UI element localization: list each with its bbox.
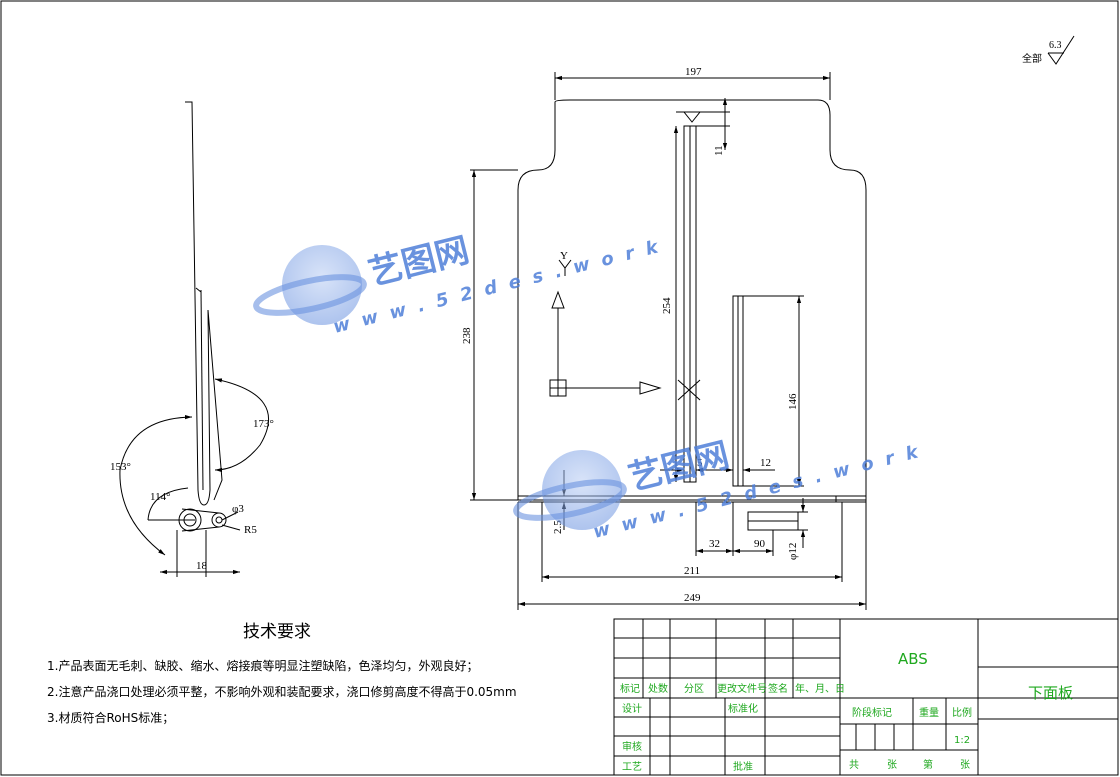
surface-finish-symbol: 全部 6.3 (1022, 35, 1075, 65)
tech-requirement-1: 1.产品表面无毛刺、缺胶、缩水、熔接痕等明显注塑缺陷，色泽均匀，外观良好； (47, 658, 478, 673)
role-standardize: 标准化 (728, 702, 758, 715)
revision-header-sign: 签名 (768, 682, 788, 695)
role-review: 审核 (622, 740, 642, 753)
stage-label: 阶段标记 (852, 706, 892, 719)
sheet-unit-label-2: 张 (960, 759, 970, 771)
axis-y-label: Y (560, 250, 568, 262)
material-value: ABS (898, 650, 928, 668)
dim-32: 32 (709, 538, 720, 550)
scale-value: 1:2 (954, 735, 970, 746)
hub-width-label: 18 (196, 560, 208, 572)
revision-header-zone: 分区 (684, 683, 704, 695)
main-view (470, 72, 867, 610)
part-name: 下面板 (1028, 684, 1073, 702)
dim-12: 12 (760, 457, 771, 469)
title-block (613, 618, 1119, 776)
dim-11: 11 (713, 145, 725, 156)
tech-requirement-3: 3.材质符合RoHS标准； (47, 710, 174, 725)
angle-label-173: 173° (253, 418, 274, 430)
angle-label-114: 114° (150, 491, 171, 503)
role-approve: 批准 (733, 760, 753, 773)
hole-diameter-label: φ3 (232, 503, 244, 515)
surface-finish-label: 全部 (1022, 52, 1042, 65)
dim-90: 90 (754, 538, 766, 550)
revision-header-count: 处数 (648, 682, 668, 695)
revision-header-doc: 更改文件号 (717, 682, 767, 695)
dim-249: 249 (684, 592, 701, 604)
surface-finish-value: 6.3 (1049, 40, 1062, 51)
dim-211: 211 (684, 565, 700, 577)
role-design: 设计 (622, 702, 642, 715)
revision-header-mark: 标记 (620, 683, 640, 695)
sheet-index-label: 第 (923, 758, 933, 771)
watermark-bottom-cn: 艺图网 (625, 435, 734, 498)
radius-label: R5 (244, 524, 257, 536)
sheet-unit-label-1: 张 (887, 759, 897, 771)
tech-requirements-title: 技术要求 (243, 622, 311, 642)
dim-5: 5 (697, 457, 703, 469)
revision-header-date: 年、月、日 (795, 682, 845, 695)
dim-197: 197 (685, 66, 702, 78)
watermark-top: 艺图网 w w w . 5 2 d e s . w o r k (253, 230, 663, 338)
dim-phi12: φ12 (787, 543, 799, 560)
angle-label-153: 153° (110, 461, 131, 473)
scale-label: 比例 (952, 706, 972, 719)
tech-requirement-2: 2.注意产品浇口处理必须平整，不影响外观和装配要求，浇口修剪高度不得高于0.05… (47, 684, 517, 699)
watermark-bottom: 艺图网 w w w . 5 2 d e s . w o r k (513, 435, 923, 543)
weight-label: 重量 (919, 706, 939, 719)
side-view (119, 101, 270, 577)
role-process: 工艺 (622, 761, 642, 773)
dim-146: 146 (787, 393, 799, 410)
dim-238: 238 (461, 327, 473, 344)
dim-254: 254 (661, 297, 673, 314)
watermark-top-cn: 艺图网 (365, 230, 474, 293)
sheet-total-label: 共 (849, 759, 859, 771)
